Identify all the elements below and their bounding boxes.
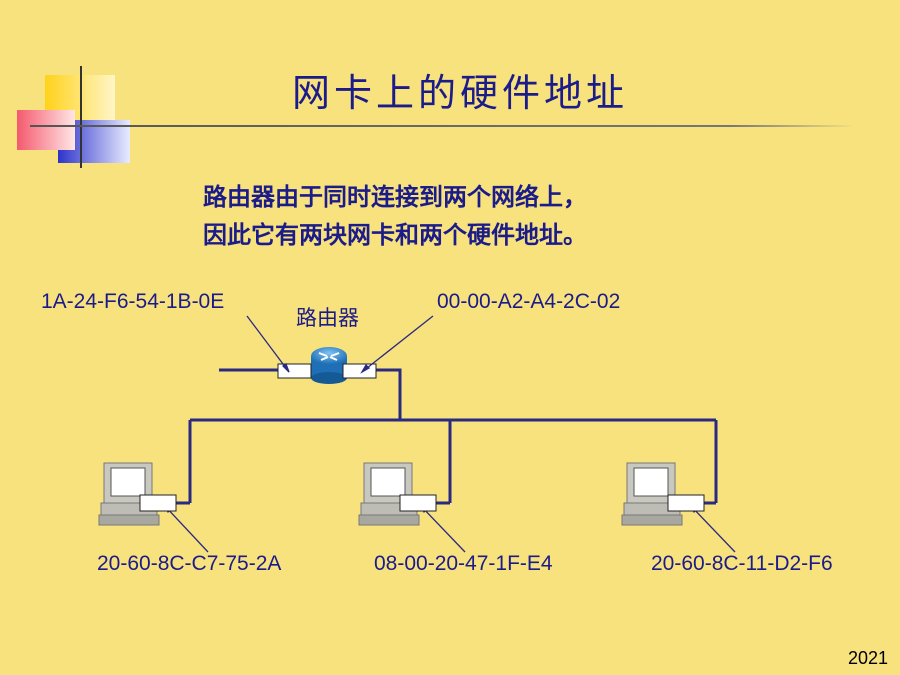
host-computer-3 [621,462,705,526]
router-label: 路由器 [296,306,359,330]
page-number: 2021 [847,648,888,668]
host-nic-2 [399,494,437,512]
subtitle-line-1: 路由器由于同时连接到两个网络上， [203,183,587,211]
router-nic-right [342,363,377,379]
host-mac-3: 20-60-8C-11-D2-F6 [651,552,833,575]
network-cables [176,368,718,505]
router-mac-right: 00-00-A2-A4-2C-02 [437,290,621,313]
host-nic-1 [139,494,177,512]
slide-subtitle: 路由器由于同时连接到两个网络上， 因此它有两块网卡和两个硬件地址。 [203,178,587,254]
router-icon [311,347,347,384]
subtitle-line-2: 因此它有两块网卡和两个硬件地址。 [203,221,587,249]
host-nic-3 [667,494,705,512]
host-mac-2: 08-00-20-47-1F-E4 [374,552,553,575]
host-computer-1 [98,462,177,526]
slide-title: 网卡上的硬件地址 [291,71,628,115]
router-mac-left: 1A-24-F6-54-1B-0E [41,290,225,313]
title-decoration [17,66,855,168]
host-mac-1: 20-60-8C-C7-75-2A [97,552,282,575]
host-computer-2 [358,462,437,526]
